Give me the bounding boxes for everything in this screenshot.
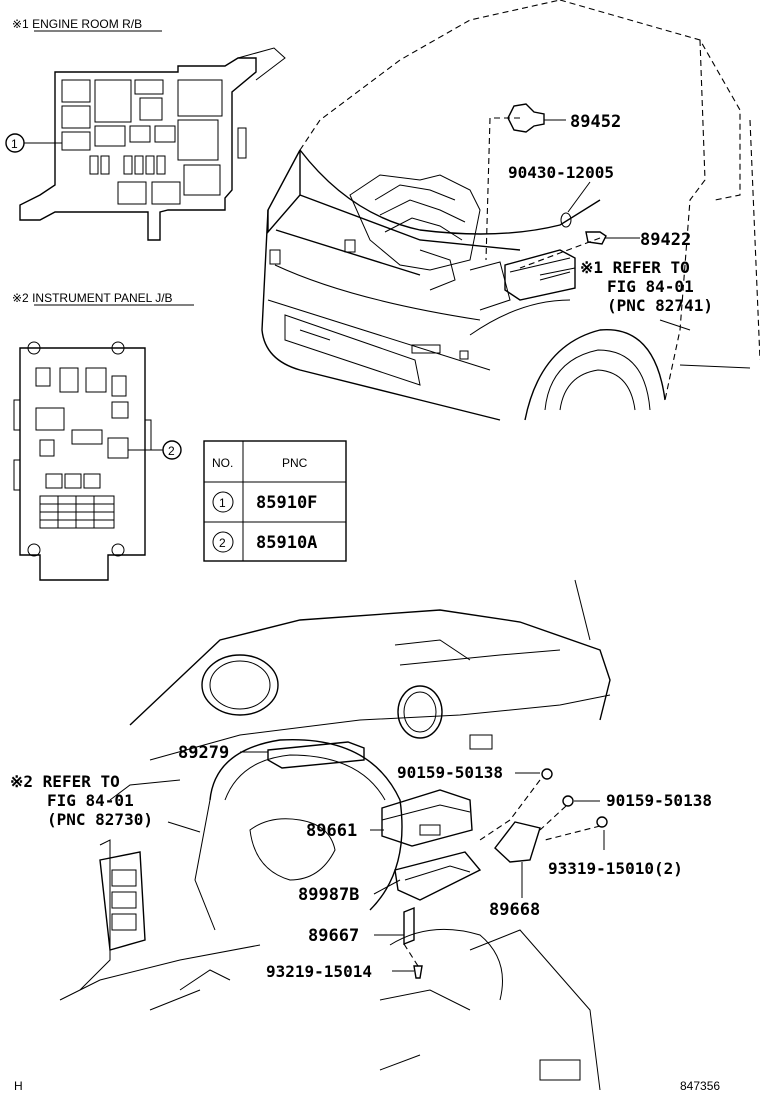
table-header-no: NO.: [212, 456, 233, 470]
part-89279-label: 89279: [178, 743, 229, 763]
table-header-pnc: PNC: [282, 456, 308, 470]
table-row-2-pnc: 85910A: [256, 533, 317, 553]
instrument-panel-junction-block: [13, 341, 152, 581]
table-row-1-no: 1: [219, 496, 226, 510]
engine-room-rb-title: ※1 ENGINE ROOM R/B: [12, 17, 142, 31]
table-row-1-circle: [212, 491, 234, 513]
part-90159-50138-a-label: 90159-50138: [397, 763, 503, 782]
callout-2-label: 2: [168, 444, 175, 458]
refer-1-line-1: ※1 REFER TO: [580, 258, 690, 277]
part-89987b-label: 89987B: [298, 885, 359, 905]
refer-1-line-2: FIG 84-01: [607, 277, 694, 296]
pnc-table: [203, 440, 347, 562]
part-93319-15010-label: 93319-15010(2): [548, 859, 683, 878]
part-93219-15014-label: 93219-15014: [266, 962, 372, 981]
part-89422-label: 89422: [640, 230, 691, 250]
refer-2-line-2: FIG 84-01: [47, 791, 134, 810]
refer-2-line-3: (PNC 82730): [47, 810, 153, 829]
refer-2-line-1: ※2 REFER TO: [10, 772, 120, 791]
callout-1-label: 1: [11, 137, 18, 151]
vehicle-front-illustration: [261, 0, 760, 421]
part-89661-label: 89661: [306, 821, 357, 841]
instrument-panel-jb-title: ※2 INSTRUMENT PANEL J/B: [12, 291, 173, 305]
part-90430-12005-label: 90430-12005: [508, 163, 614, 182]
table-row-2-no: 2: [219, 536, 226, 550]
part-89668-label: 89668: [489, 900, 540, 920]
refer-1-line-3: (PNC 82741): [607, 296, 713, 315]
part-90159-50138-b-label: 90159-50138: [606, 791, 712, 810]
engine-room-relay-block: [19, 47, 286, 241]
dashboard-illustration: [59, 579, 611, 1091]
part-89452-label: 89452: [570, 112, 621, 132]
footer-left: H: [14, 1079, 23, 1093]
table-row-2-circle: [212, 531, 234, 553]
footer-figure-number: 847356: [680, 1079, 720, 1093]
part-89667-label: 89667: [308, 926, 359, 946]
table-row-1-pnc: 85910F: [256, 493, 317, 513]
